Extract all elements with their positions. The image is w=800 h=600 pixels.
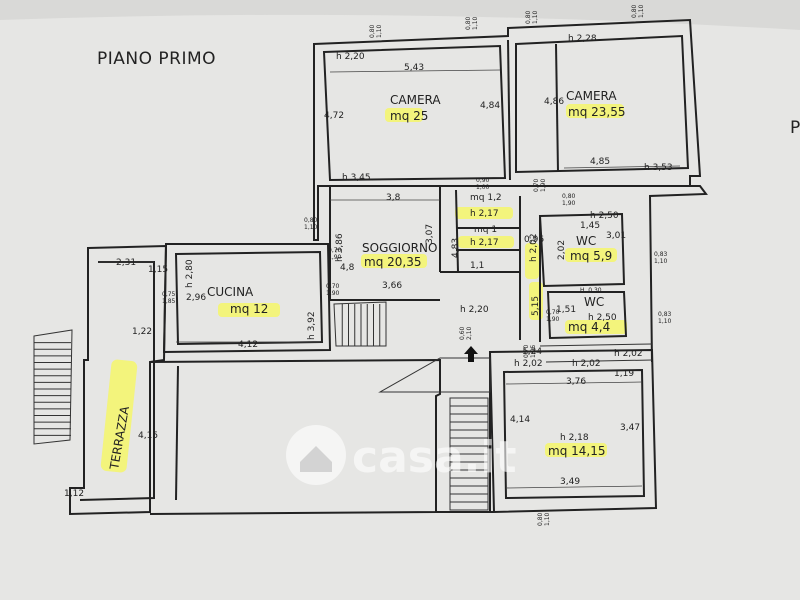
svg-text:h 2,17: h 2,17 — [470, 209, 499, 219]
svg-text:5,15: 5,15 — [531, 296, 541, 316]
room-labels: CAMERA mq 25 CAMERA mq 23,55 SOGGIORNO m… — [107, 89, 625, 472]
edge-letter: P — [790, 118, 800, 138]
svg-text:1,51: 1,51 — [556, 305, 576, 315]
svg-text:2,31: 2,31 — [116, 258, 136, 268]
svg-text:h 2,80: h 2,80 — [185, 259, 195, 288]
svg-text:1,24: 1,24 — [522, 347, 542, 357]
cucina-area: mq 12 — [230, 302, 268, 316]
svg-text:0,701,95: 0,701,95 — [523, 344, 537, 358]
svg-text:2,96: 2,96 — [186, 293, 206, 303]
svg-text:h 2,18: h 2,18 — [560, 433, 589, 443]
svg-text:0,701,90: 0,701,90 — [533, 178, 547, 192]
svg-text:h 2,02: h 2,02 — [614, 349, 643, 359]
svg-text:4,85: 4,85 — [590, 157, 610, 167]
svg-text:0,901,00: 0,901,00 — [476, 177, 490, 191]
svg-text:H. 0,30: H. 0,30 — [580, 287, 602, 294]
room-bottom-area: mq 14,15 — [548, 444, 605, 458]
camera1-name: CAMERA — [390, 93, 441, 107]
svg-text:3,49: 3,49 — [560, 477, 580, 487]
svg-text:4,86: 4,86 — [544, 97, 564, 107]
svg-text:0,801,10: 0,801,10 — [537, 512, 551, 526]
stairs — [33, 301, 491, 511]
svg-text:0,801,90: 0,801,90 — [562, 193, 576, 207]
svg-text:0,701,90: 0,701,90 — [546, 309, 560, 323]
cucina-name: CUCINA — [207, 285, 254, 299]
svg-text:1,22: 1,22 — [132, 327, 152, 337]
wc1-name: WC — [576, 234, 596, 248]
svg-text:h 2,50: h 2,50 — [588, 313, 617, 323]
svg-text:4,83: 4,83 — [451, 238, 461, 258]
height-labels: h 2,20 h 3,45 h 2,28 h 3,53 h 2,17 h 2,1… — [185, 34, 673, 443]
svg-text:0,801,10: 0,801,10 — [369, 24, 383, 38]
stair-up-arrow-icon — [464, 346, 478, 362]
opening-labels: 0,801,10 0,801,10 0,801,10 0,801,10 0,80… — [162, 4, 672, 526]
svg-text:h 2,50: h 2,50 — [590, 211, 619, 221]
svg-text:0,801,10: 0,801,10 — [631, 4, 645, 18]
svg-text:3,66: 3,66 — [382, 281, 402, 291]
paper-fold-shadow — [0, 0, 800, 30]
wc1-area: mq 5,9 — [570, 249, 612, 263]
svg-text:h 3,45: h 3,45 — [342, 173, 371, 183]
svg-text:4,84: 4,84 — [480, 101, 500, 111]
svg-text:0,701,90: 0,701,90 — [328, 247, 342, 261]
svg-text:4,12: 4,12 — [238, 340, 258, 350]
svg-text:3,8: 3,8 — [386, 193, 401, 203]
plan-title: PIANO PRIMO — [97, 49, 216, 69]
svg-text:5,43: 5,43 — [404, 63, 424, 73]
svg-text:3,47: 3,47 — [620, 423, 640, 433]
svg-text:h 2,20: h 2,20 — [336, 52, 365, 62]
camera1-area: mq 25 — [390, 109, 428, 123]
svg-text:h 2,02: h 2,02 — [514, 359, 543, 369]
svg-text:0,831,10: 0,831,10 — [654, 251, 668, 265]
svg-text:4,8: 4,8 — [340, 263, 355, 273]
svg-text:0,701,90: 0,701,90 — [326, 283, 340, 297]
svg-text:1,1: 1,1 — [470, 261, 484, 271]
watermark-text: casa.it — [352, 432, 516, 483]
watermark: casa.it — [286, 425, 516, 485]
svg-text:1,19: 1,19 — [614, 369, 634, 379]
small1-area: mq 1,2 — [470, 193, 502, 203]
svg-text:h 3,53: h 3,53 — [644, 163, 673, 173]
walls — [69, 18, 708, 516]
svg-text:2,02: 2,02 — [557, 240, 567, 260]
svg-text:4,72: 4,72 — [324, 111, 344, 121]
wc2-area: mq 4,4 — [568, 320, 610, 334]
highlighter-marks — [100, 104, 627, 473]
svg-text:0,801,10: 0,801,10 — [525, 10, 539, 24]
svg-text:3,01: 3,01 — [606, 231, 626, 241]
svg-text:h 2,28: h 2,28 — [568, 34, 597, 44]
small2-area: mq 1 — [474, 225, 497, 235]
svg-text:h 2,02: h 2,02 — [572, 359, 601, 369]
svg-text:h 3,86: h 3,86 — [335, 233, 345, 262]
svg-text:1,45: 1,45 — [580, 221, 600, 231]
svg-text:1,15: 1,15 — [148, 265, 168, 275]
svg-text:h 2,20: h 2,20 — [460, 305, 489, 315]
dimension-lines — [98, 69, 681, 489]
dimension-labels: 5,43 4,84 4,72 4,86 4,85 3,8 3,07 4,8 3,… — [64, 63, 640, 499]
svg-text:1,12: 1,12 — [64, 489, 84, 499]
svg-text:0,96: 0,96 — [524, 235, 544, 245]
svg-text:4,14: 4,14 — [510, 415, 530, 425]
svg-text:3,07: 3,07 — [425, 224, 435, 244]
svg-text:h 3,92: h 3,92 — [307, 311, 317, 340]
svg-text:0,831,10: 0,831,10 — [658, 311, 672, 325]
camera2-area: mq 23,55 — [568, 105, 625, 119]
svg-text:h 2,02: h 2,02 — [529, 233, 539, 262]
camera2-name: CAMERA — [566, 89, 617, 103]
svg-text:0,801,10: 0,801,10 — [304, 217, 318, 231]
svg-text:h 2,17: h 2,17 — [470, 238, 499, 248]
soggiorno-area: mq 20,35 — [364, 255, 421, 269]
svg-text:4,15: 4,15 — [138, 431, 158, 441]
soggiorno-name: SOGGIORNO — [362, 241, 437, 255]
svg-text:3,76: 3,76 — [566, 377, 586, 387]
svg-text:0,801,10: 0,801,10 — [465, 16, 479, 30]
wc2-name: WC — [584, 295, 604, 309]
svg-text:0,602,10: 0,602,10 — [459, 326, 473, 340]
svg-text:0,751,85: 0,751,85 — [162, 291, 176, 305]
